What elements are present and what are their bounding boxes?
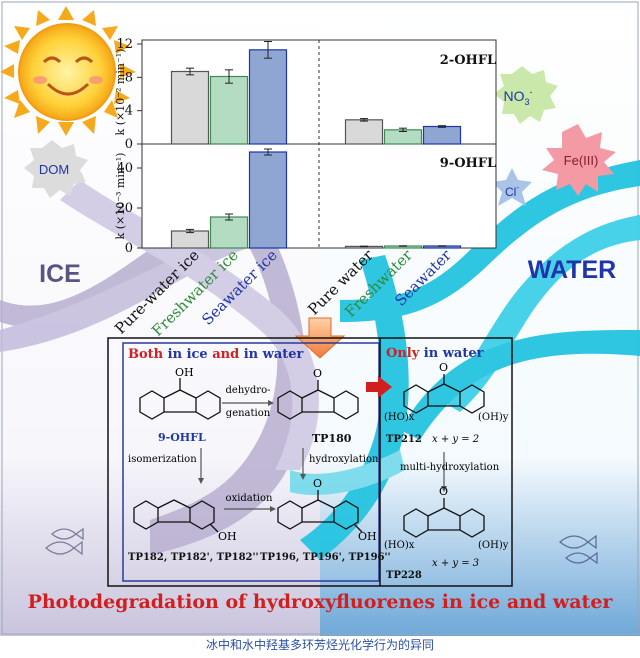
tp228-structure xyxy=(403,498,485,538)
y-tick-label: 4 xyxy=(125,104,133,119)
y-tick-label: 0 xyxy=(125,241,133,256)
to-water-arrow xyxy=(366,376,392,398)
tp196-oh: OH xyxy=(358,530,377,543)
bar xyxy=(248,49,288,145)
cl-label: Cl- xyxy=(505,183,519,199)
no3-label: NO3- xyxy=(503,87,532,107)
bar xyxy=(248,151,288,249)
y-tick-label: 12 xyxy=(116,37,133,52)
y-axis-label-top: k (×10⁻² min⁻¹) xyxy=(114,49,127,136)
tp180-o: O xyxy=(313,367,322,380)
ohfl-label: 9-OHFL xyxy=(158,431,206,444)
fe-badge: Fe(III) xyxy=(542,124,616,196)
hydroxylation-label: hydroxylation xyxy=(309,454,379,465)
ice-label: ICE xyxy=(39,260,81,288)
isomerization-label: isomerization xyxy=(128,454,197,465)
y-tick-label: 8 xyxy=(125,70,133,85)
abstract-figure: DOM NO3- Fe(III) Cl- ICE WATER 2-OHFL 9-… xyxy=(0,0,640,636)
ohfl-oh: OH xyxy=(175,366,194,379)
bar xyxy=(422,125,462,145)
tp212-sum: x + y = 2 xyxy=(432,434,479,445)
only-title: Only in water xyxy=(386,346,484,361)
oxidation-label: oxidation xyxy=(226,493,273,504)
y-tick-label: 40 xyxy=(116,161,133,176)
chart-title-top: 2-OHFL xyxy=(440,53,496,68)
tp196-structure xyxy=(277,490,363,533)
tp228-o: O xyxy=(439,485,448,498)
sun-icon xyxy=(0,6,136,136)
fish-icon-left xyxy=(45,527,84,556)
tp212-label: TP212 xyxy=(386,434,422,445)
bar xyxy=(209,75,249,145)
tp228-ohy: (OH)y xyxy=(478,540,509,551)
tp212-structure xyxy=(403,374,485,414)
tp212-ohy: (OH)y xyxy=(478,412,509,423)
dom-badge: DOM xyxy=(24,140,88,198)
tp180-label: TP180 xyxy=(312,432,352,445)
tp228-sum: x + y = 3 xyxy=(432,558,479,569)
y-tick-label: 0 xyxy=(125,137,133,152)
y-axis-label-bottom: k (×10⁻³ min⁻¹) xyxy=(114,153,127,240)
tp212-hox: (HO)x xyxy=(384,412,415,423)
figure-title: Photodegradation of hydroxyfluorenes in … xyxy=(28,591,614,613)
tp212-o: O xyxy=(439,361,448,374)
bar xyxy=(344,119,384,145)
bar xyxy=(209,216,249,249)
multi-label: multi-hydroxylation xyxy=(400,462,500,473)
tp196-o: O xyxy=(313,477,322,490)
tp180-structure xyxy=(277,380,359,420)
cl-badge: Cl- xyxy=(492,168,532,206)
chart-title-bottom: 9-OHFL xyxy=(440,156,496,171)
tp228-hox: (HO)x xyxy=(384,540,415,551)
water-label: WATER xyxy=(528,256,616,284)
tp196-label: TP196, TP196', TP196'' xyxy=(260,552,391,563)
fish-icon-right xyxy=(559,534,598,565)
dom-label: DOM xyxy=(39,162,69,177)
ohfl-structure xyxy=(139,378,221,420)
tp182-label: TP182, TP182', TP182'' xyxy=(128,552,259,563)
y-tick-label: 20 xyxy=(116,201,133,216)
no3-badge: NO3- xyxy=(494,66,558,124)
pathway-box-both: Both in ice and in water Only in water O… xyxy=(107,337,513,587)
dehydro-1: dehydro- xyxy=(226,385,271,396)
both-title: Both in ice and in water xyxy=(128,347,304,362)
tp182-structure xyxy=(133,499,219,533)
tp182-oh: OH xyxy=(218,530,237,543)
dehydro-2: genation xyxy=(226,408,271,419)
bar xyxy=(170,230,210,249)
tp228-label: TP228 xyxy=(386,570,422,581)
fe-label: Fe(III) xyxy=(564,153,599,168)
bar xyxy=(170,70,210,145)
figure-caption: 冰中和水中羟基多环芳烃光化学行为的异同 xyxy=(205,638,434,652)
